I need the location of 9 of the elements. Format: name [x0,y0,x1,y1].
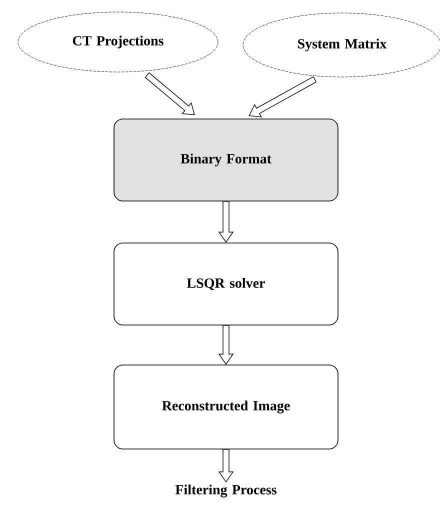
process-box: Binary Format [114,118,338,202]
process-box: Reconstructed Image [114,364,338,450]
arrow [144,72,195,116]
output-label: Filtering Process [175,484,276,498]
arrow [248,76,317,118]
arrow [218,449,234,483]
process-box: LSQR solver [114,242,338,326]
arrow [218,325,234,365]
arrow [218,201,234,243]
